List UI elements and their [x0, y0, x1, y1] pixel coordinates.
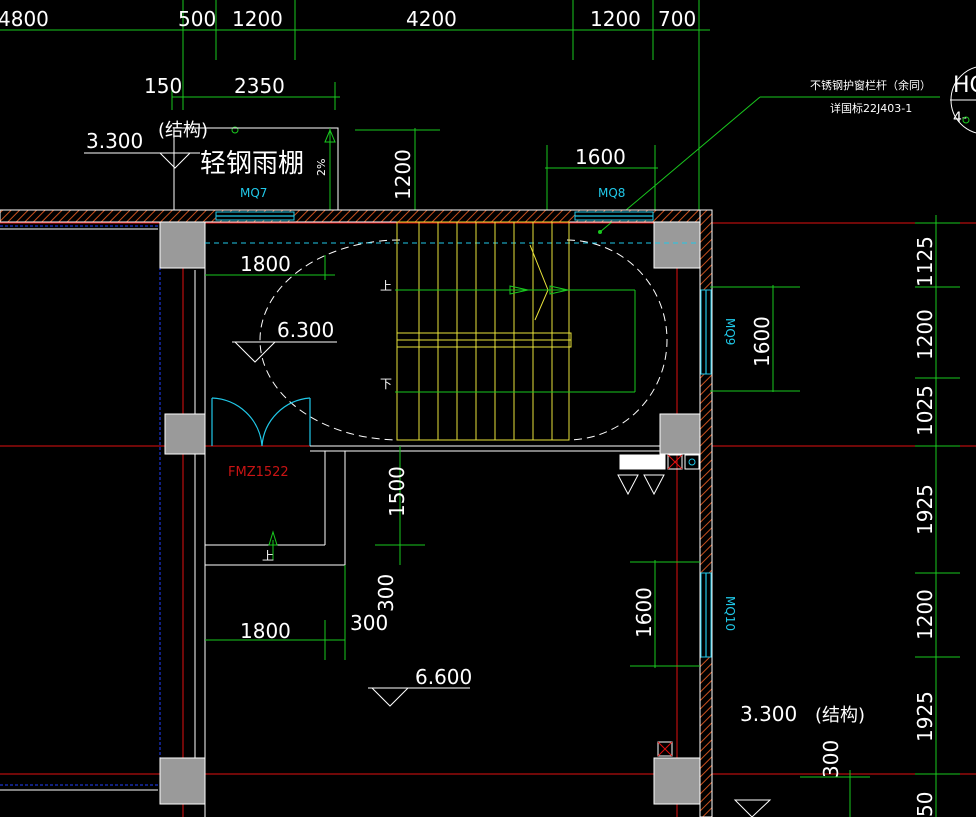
canopy-height-dim — [355, 128, 440, 212]
window-mq8-label: MQ8 — [598, 186, 625, 200]
elevation-left-struct: 3.300 — [86, 129, 143, 153]
right-dim-50: 50 — [913, 792, 937, 817]
top-wall — [0, 209, 713, 223]
columns — [159, 221, 701, 805]
window-mq7-label: MQ7 — [240, 186, 267, 200]
elevation-lower: 6.600 — [415, 665, 472, 689]
equipment-symbols — [617, 454, 700, 757]
elevation-marker-left — [84, 152, 200, 169]
top-dim-4800: 4800 — [0, 7, 49, 31]
stair-down-label: 下 — [380, 377, 392, 391]
callout-circle: HC 4- — [950, 66, 976, 134]
callout-bottom-text: 4- — [953, 110, 967, 126]
slope-label: 2% — [315, 159, 328, 176]
canopy-label: 轻钢雨棚 — [200, 149, 304, 179]
lower-300-vertical: 300 — [374, 574, 398, 612]
axis-lines — [0, 220, 976, 817]
top-dim-1200-right: 1200 — [590, 7, 641, 31]
right-dim-1025: 1025 — [913, 385, 937, 436]
railing-ref: 详国标22J403-1 — [830, 101, 912, 115]
right-dim-1125: 1125 — [913, 236, 937, 287]
fire-door-label: FMZ1522 — [228, 465, 289, 480]
sub-dim-150: 150 — [144, 74, 182, 98]
elevation-upper: 6.300 — [277, 318, 334, 342]
stair-gap-value: 1500 — [385, 466, 409, 517]
mq8-width-value: 1600 — [575, 145, 626, 169]
elevation-marker-lower — [368, 687, 470, 707]
sub-dim-2350: 2350 — [234, 74, 285, 98]
landing-top-dim — [205, 255, 335, 280]
railing-note: 不锈钢护窗栏杆（余同） — [810, 78, 931, 92]
mq10-height-value: 1600 — [632, 587, 656, 638]
right-dim-1925-top: 1925 — [913, 484, 937, 535]
mq9-height-dim — [710, 285, 800, 392]
struct-note-left: (结构) — [158, 120, 208, 141]
canopy-height-value: 1200 — [391, 149, 415, 200]
right-dim-1200-top: 1200 — [913, 309, 937, 360]
lower-landing — [205, 451, 346, 566]
stair-flights — [396, 221, 572, 441]
landing-bottom-dim — [205, 565, 346, 660]
stair-gap-dim — [375, 446, 425, 565]
window-mq9-label: MQ9 — [723, 318, 737, 345]
lower-up-label: 上 — [262, 549, 274, 563]
top-dimension-lines — [0, 0, 710, 210]
mq9-height-value: 1600 — [750, 316, 774, 367]
landing-bottom-value: 1800 — [240, 619, 291, 643]
elevation-marker-upper — [232, 341, 337, 363]
top-dim-1200-left: 1200 — [232, 7, 283, 31]
window-mq10-label: MQ10 — [723, 596, 737, 631]
landing-top-value: 1800 — [240, 252, 291, 276]
struct-note-right: (结构) — [815, 705, 865, 726]
stair-direction-arrows — [395, 285, 636, 393]
callout-top-text: HC — [953, 73, 976, 98]
top-dim-700: 700 — [658, 7, 696, 31]
stair-well-arc — [205, 239, 700, 441]
right-dim-1200-bottom: 1200 — [913, 589, 937, 640]
mq10-height-dim — [630, 560, 700, 668]
right-dim-1925-bottom: 1925 — [913, 691, 937, 742]
top-dim-500: 500 — [178, 7, 216, 31]
top-dim-4200: 4200 — [406, 7, 457, 31]
right-dimension-chain — [915, 215, 960, 817]
elevation-right-struct: 3.300 — [740, 702, 797, 726]
bottom-right-300: 300 — [819, 740, 843, 778]
left-walls — [0, 222, 206, 817]
stair-up-label: 上 — [380, 279, 392, 293]
lower-300-horizontal: 300 — [350, 611, 388, 635]
bottom-right-dim — [733, 770, 870, 817]
fire-door — [211, 397, 660, 452]
mq8-width-dim — [545, 145, 658, 212]
